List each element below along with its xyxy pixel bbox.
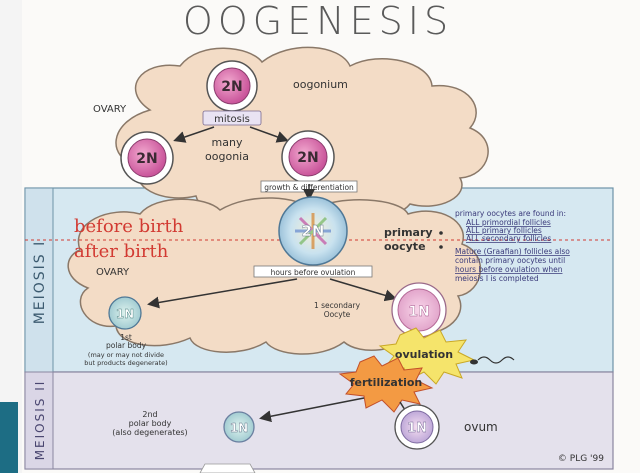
note1-line4: ALL secondary follicles (466, 234, 551, 243)
mitosis-label: mitosis (214, 114, 250, 125)
secondary-ploidy: 1N (408, 304, 429, 320)
meiosis-2-label: MEIOSIS II (33, 380, 47, 461)
secondary-line2: Oocyte (324, 310, 351, 319)
arrow-mitosis-right (249, 126, 289, 143)
polar2-line1: 2nd (142, 410, 157, 419)
note1-line2: ALL primordial follicles (466, 218, 551, 227)
ovum-label: ovum (464, 420, 498, 434)
secondary-oocyte-cell: 1N (391, 282, 447, 338)
polar2-ploidy: 1N (230, 421, 248, 435)
second-polar-body-cell: 1N (223, 411, 255, 443)
arrow-to-polar1 (147, 278, 298, 309)
ovary-label-top: OVARY (93, 104, 127, 115)
bullet-1 (439, 231, 443, 235)
oogonia-right-ploidy: 2N (297, 150, 318, 166)
ovulation-label: ovulation (395, 348, 453, 361)
note-mature-follicles: Mature (Graafian) follicles also contain… (455, 247, 570, 283)
note1-line1: primary oocytes are found in: (455, 209, 566, 218)
polar1-line1: 1st (120, 333, 132, 342)
copyright-label: © PLG '99 (558, 454, 604, 464)
ovary-label-mid: OVARY (96, 267, 130, 278)
arrow-mitosis-left (173, 126, 215, 143)
note2-line3: hours before ovulation when (455, 265, 563, 274)
before-birth-label: before birth (74, 216, 184, 237)
hours-tag (253, 265, 373, 278)
teal-corner (0, 402, 18, 473)
primary-label: primary (384, 226, 433, 239)
meiosis-2-band (24, 371, 614, 470)
first-polar-body-cell: 1N (108, 296, 142, 330)
note2-line1: Mature (Graafian) follicles also (455, 247, 570, 256)
oogonium-ploidy: 2N (221, 79, 242, 95)
fertilization-label: fertilization (350, 376, 422, 389)
hours-label: hours before ovulation (271, 268, 356, 277)
arrow-to-secondary (329, 278, 397, 302)
oogonium-right-cell: 2N (281, 130, 335, 184)
fertilization-burst (338, 355, 434, 413)
secondary-line1: 1 secondary (314, 301, 361, 310)
oogonium-label: oogonium (293, 78, 348, 91)
ovum-ploidy: 1N (407, 421, 427, 436)
note1-line3: ALL primary follicles (466, 226, 542, 235)
arrow-to-polar2 (259, 397, 365, 423)
note2-line4: meiosis I is completed (455, 274, 539, 283)
polar1-ploidy: 1N (116, 307, 134, 321)
many-label: many (212, 136, 243, 149)
meiosis-1-strip (24, 187, 54, 373)
after-birth-label: after birth (74, 241, 169, 262)
oogonia-left-ploidy: 2N (136, 151, 157, 167)
note-primary-oocytes: primary oocytes are found in: ALL primor… (455, 209, 566, 243)
sperm-head-icon (470, 359, 478, 365)
polar2-line3: (also degenerates) (112, 428, 187, 437)
oogonium-left-cell: 2N (120, 131, 174, 185)
oogonia-label: oogonia (205, 150, 249, 163)
polar2-line2: polar body (129, 419, 172, 428)
ovum-cell: 1N (394, 404, 440, 450)
meiosis-2-strip (24, 371, 54, 470)
polar1-line3: (may or may not divide (88, 351, 164, 359)
oocyte-label: oocyte (384, 240, 426, 253)
bullet-2 (439, 245, 443, 249)
polar1-line2: polar body (106, 341, 147, 350)
diagram-title: OOGENESIS (183, 0, 453, 43)
mitosis-tag (202, 110, 262, 126)
meiosis-1-label: MEIOSIS I (32, 240, 48, 325)
oogonium-cell: 2N (206, 60, 258, 112)
primary-oocyte-ploidy: 2N (302, 222, 325, 240)
note2-line2: contain primary oocytes until (455, 256, 565, 265)
bottom-tab (199, 463, 256, 473)
left-margin (0, 0, 22, 473)
sperm-icon (477, 356, 515, 364)
primary-oocyte-cell: 2N (278, 196, 348, 266)
polar1-line4: but products degenerate) (84, 359, 167, 367)
ovulation-burst (378, 327, 476, 385)
